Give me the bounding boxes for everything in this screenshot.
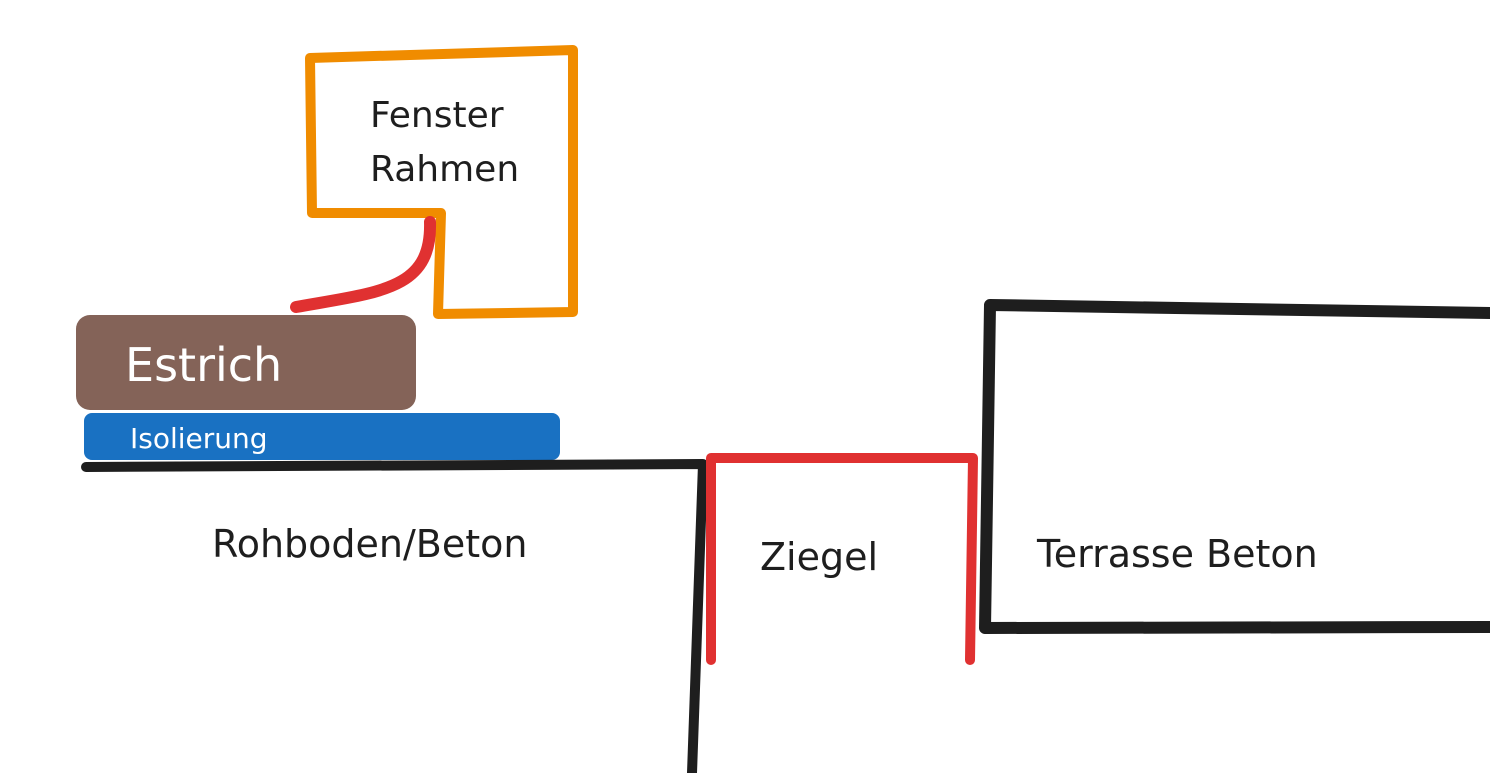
terrasse-outline — [979, 299, 1490, 634]
rohboden-label: Rohboden/Beton — [212, 522, 527, 566]
estrich-block — [76, 315, 416, 410]
ziegel-label: Ziegel — [760, 535, 878, 579]
terrasse-label: Terrasse Beton — [1036, 532, 1318, 576]
ziegel-outline — [706, 453, 978, 665]
isolierung-label: Isolierung — [130, 422, 268, 455]
fenster-label: Fenster — [370, 95, 504, 136]
rohboden-outline — [81, 459, 708, 773]
estrich-label: Estrich — [125, 338, 282, 392]
seal-curve — [290, 216, 437, 313]
window-frame-outline — [305, 45, 578, 319]
rahmen-label: Rahmen — [370, 149, 519, 190]
isolierung-block — [84, 413, 560, 460]
